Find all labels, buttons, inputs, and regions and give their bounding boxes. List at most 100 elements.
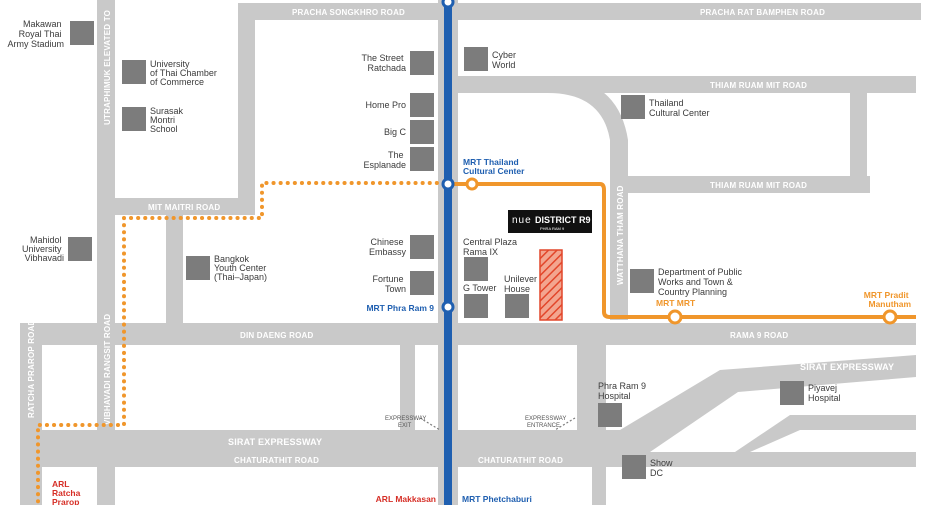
project-logo-sub: PHRA RAM 9 xyxy=(540,226,565,231)
road-pracha-songkhro xyxy=(238,3,443,20)
station-dot-top xyxy=(441,0,455,9)
station-markers xyxy=(441,0,898,325)
label-utraphimuk: UTRAPHIMUK ELEVATED TO xyxy=(103,10,112,125)
label-sirat-1: SIRAT EXPRESSWAY xyxy=(228,437,322,447)
label-thiam-ruam-mit-2: THIAM RUAM MIT ROAD xyxy=(710,181,807,190)
road-watthana-tham xyxy=(548,76,628,320)
label-expressway-exit-2: EXIT xyxy=(398,423,412,429)
station-dot-thailand-cultural-orange xyxy=(465,177,479,191)
road-expressway-link-2 xyxy=(577,345,592,430)
road-network xyxy=(20,0,921,505)
building-home-pro xyxy=(410,93,434,117)
label-watthana-tham: WATTHANA THAM ROAD xyxy=(616,185,625,285)
road-mit-maitri xyxy=(115,198,255,215)
building-mahidol xyxy=(68,237,92,261)
label-mrt-phetchaburi: MRT Phetchaburi xyxy=(462,494,532,504)
building-bangkok-youth xyxy=(186,256,210,280)
road-sirat-east xyxy=(735,415,916,452)
building-street-ratchada xyxy=(410,51,434,75)
label-ratcha-prarop: RATCHA PRAROP ROAD xyxy=(27,319,36,418)
building-dept-public-works xyxy=(630,269,654,293)
road-pracha-songkhro-drop xyxy=(238,3,255,203)
label-show-dc: Show DC xyxy=(650,458,675,478)
building-thailand-cultural xyxy=(621,95,645,119)
label-cyber-world: Cyber World xyxy=(492,50,519,70)
label-chaturathit-2: CHATURATHIT ROAD xyxy=(478,456,563,465)
label-pracha-songkhro: PRACHA SONGKHRO ROAD xyxy=(292,8,405,17)
project-logo-box xyxy=(508,210,592,233)
building-esplanade xyxy=(410,147,434,171)
label-expressway-exit-1: EXPRESSWAY xyxy=(385,416,426,422)
road-thiam-link xyxy=(850,93,867,193)
label-thiam-ruam-mit-1: THIAM RUAM MIT ROAD xyxy=(710,81,807,90)
project-site: nue DISTRICT R9 PHRA RAM 9 xyxy=(508,210,592,321)
building-utcc xyxy=(122,60,146,84)
label-expressway-entrance-1: EXPRESSWAY xyxy=(525,416,566,422)
label-rama-9: RAMA 9 ROAD xyxy=(730,331,788,340)
label-din-daeng: DIN DAENG ROAD xyxy=(240,331,313,340)
building-cyber-world xyxy=(464,47,488,71)
station-dot-thailand-cultural xyxy=(441,177,455,191)
label-arl-ratcha-prarop: ARL Ratcha Prarop xyxy=(52,479,83,505)
building-show-dc xyxy=(622,455,646,479)
road-thiam-ruam-mit-top xyxy=(458,76,916,93)
building-chinese-embassy xyxy=(410,235,434,259)
label-arl-makkasan: ARL Makkasan xyxy=(376,494,436,504)
label-street-ratchada: The Street Ratchada xyxy=(361,53,406,73)
road-utraphimuk xyxy=(97,0,115,505)
label-central-plaza: Central Plaza Rama IX xyxy=(463,237,520,257)
label-g-tower: G Tower xyxy=(463,283,496,293)
label-vibhavadi: VIBHAVADI RANGSIT ROAD xyxy=(103,314,112,425)
building-piyavej xyxy=(780,381,804,405)
label-thailand-cultural: Thailand Cultural Center xyxy=(649,98,710,118)
road-pracha-rat-bamphen xyxy=(458,3,921,20)
road-chaturathit xyxy=(20,452,916,467)
station-labels: MRT Thailand Cultural Center MRT Phra Ra… xyxy=(52,157,911,505)
road-expressway-link xyxy=(400,345,415,430)
road-mit-maitri-branch xyxy=(166,215,183,325)
label-mrt-thailand-cultural: MRT Thailand Cultural Center xyxy=(463,157,525,176)
road-thiam-ruam-mit-lower xyxy=(612,176,870,193)
building-fortune-town xyxy=(410,271,434,295)
mrt-orange-line xyxy=(452,182,916,319)
station-dot-mrt-mrt xyxy=(667,309,683,325)
label-mrt-phra-ram9: MRT Phra Ram 9 xyxy=(366,303,434,313)
label-home-pro: Home Pro xyxy=(365,100,406,110)
label-mrt-pradit: MRT Pradit Manutham xyxy=(864,290,912,309)
label-fortune-town: Fortune Town xyxy=(372,274,406,294)
building-g-tower xyxy=(464,294,488,318)
label-pracha-rat-bamphen: PRACHA RAT BAMPHEN ROAD xyxy=(700,8,825,17)
building-makawan xyxy=(70,21,94,45)
label-expressway-entrance-2: ENTRANCE xyxy=(527,423,560,429)
project-plot xyxy=(539,249,563,321)
label-surasak: Surasak Montri School xyxy=(150,106,186,134)
building-unilever xyxy=(505,294,529,318)
label-dept-public-works: Department of Public Works and Town & Co… xyxy=(658,267,745,297)
label-makawan: Makawan Royal Thai Army Stadium xyxy=(7,19,64,49)
label-unilever: Unilever House xyxy=(504,274,540,294)
building-phra-ram9-hospital xyxy=(598,403,622,427)
label-piyavej: Piyavej Hospital xyxy=(808,383,841,403)
label-utcc: University of Thai Chamber of Commerce xyxy=(150,59,219,87)
label-bangkok-youth: Bangkok Youth Center (Thai–Japan) xyxy=(214,254,269,282)
orange-dotted-line xyxy=(36,181,446,505)
project-logo-prefix: nue xyxy=(512,215,532,226)
label-big-c: Big C xyxy=(384,127,407,137)
transit-lines xyxy=(36,0,916,505)
label-chinese-embassy: Chinese Embassy xyxy=(369,237,407,257)
label-mrt-mrt: MRT MRT xyxy=(656,298,696,308)
station-dot-pradit xyxy=(882,309,898,325)
building-big-c xyxy=(410,120,434,144)
label-sirat-2: SIRAT EXPRESSWAY xyxy=(800,362,894,372)
road-sirat-ramp xyxy=(620,355,916,452)
label-mit-maitri: MIT MAITRI ROAD xyxy=(148,203,220,212)
road-din-daeng xyxy=(20,323,916,345)
road-sirat-main xyxy=(20,430,640,452)
building-surasak xyxy=(122,107,146,131)
project-logo-name: DISTRICT R9 xyxy=(535,215,591,225)
buildings xyxy=(68,21,804,479)
label-phra-ram9-hospital: Phra Ram 9 Hospital xyxy=(598,381,649,401)
place-labels: Makawan Royal Thai Army Stadium Universi… xyxy=(7,19,840,478)
